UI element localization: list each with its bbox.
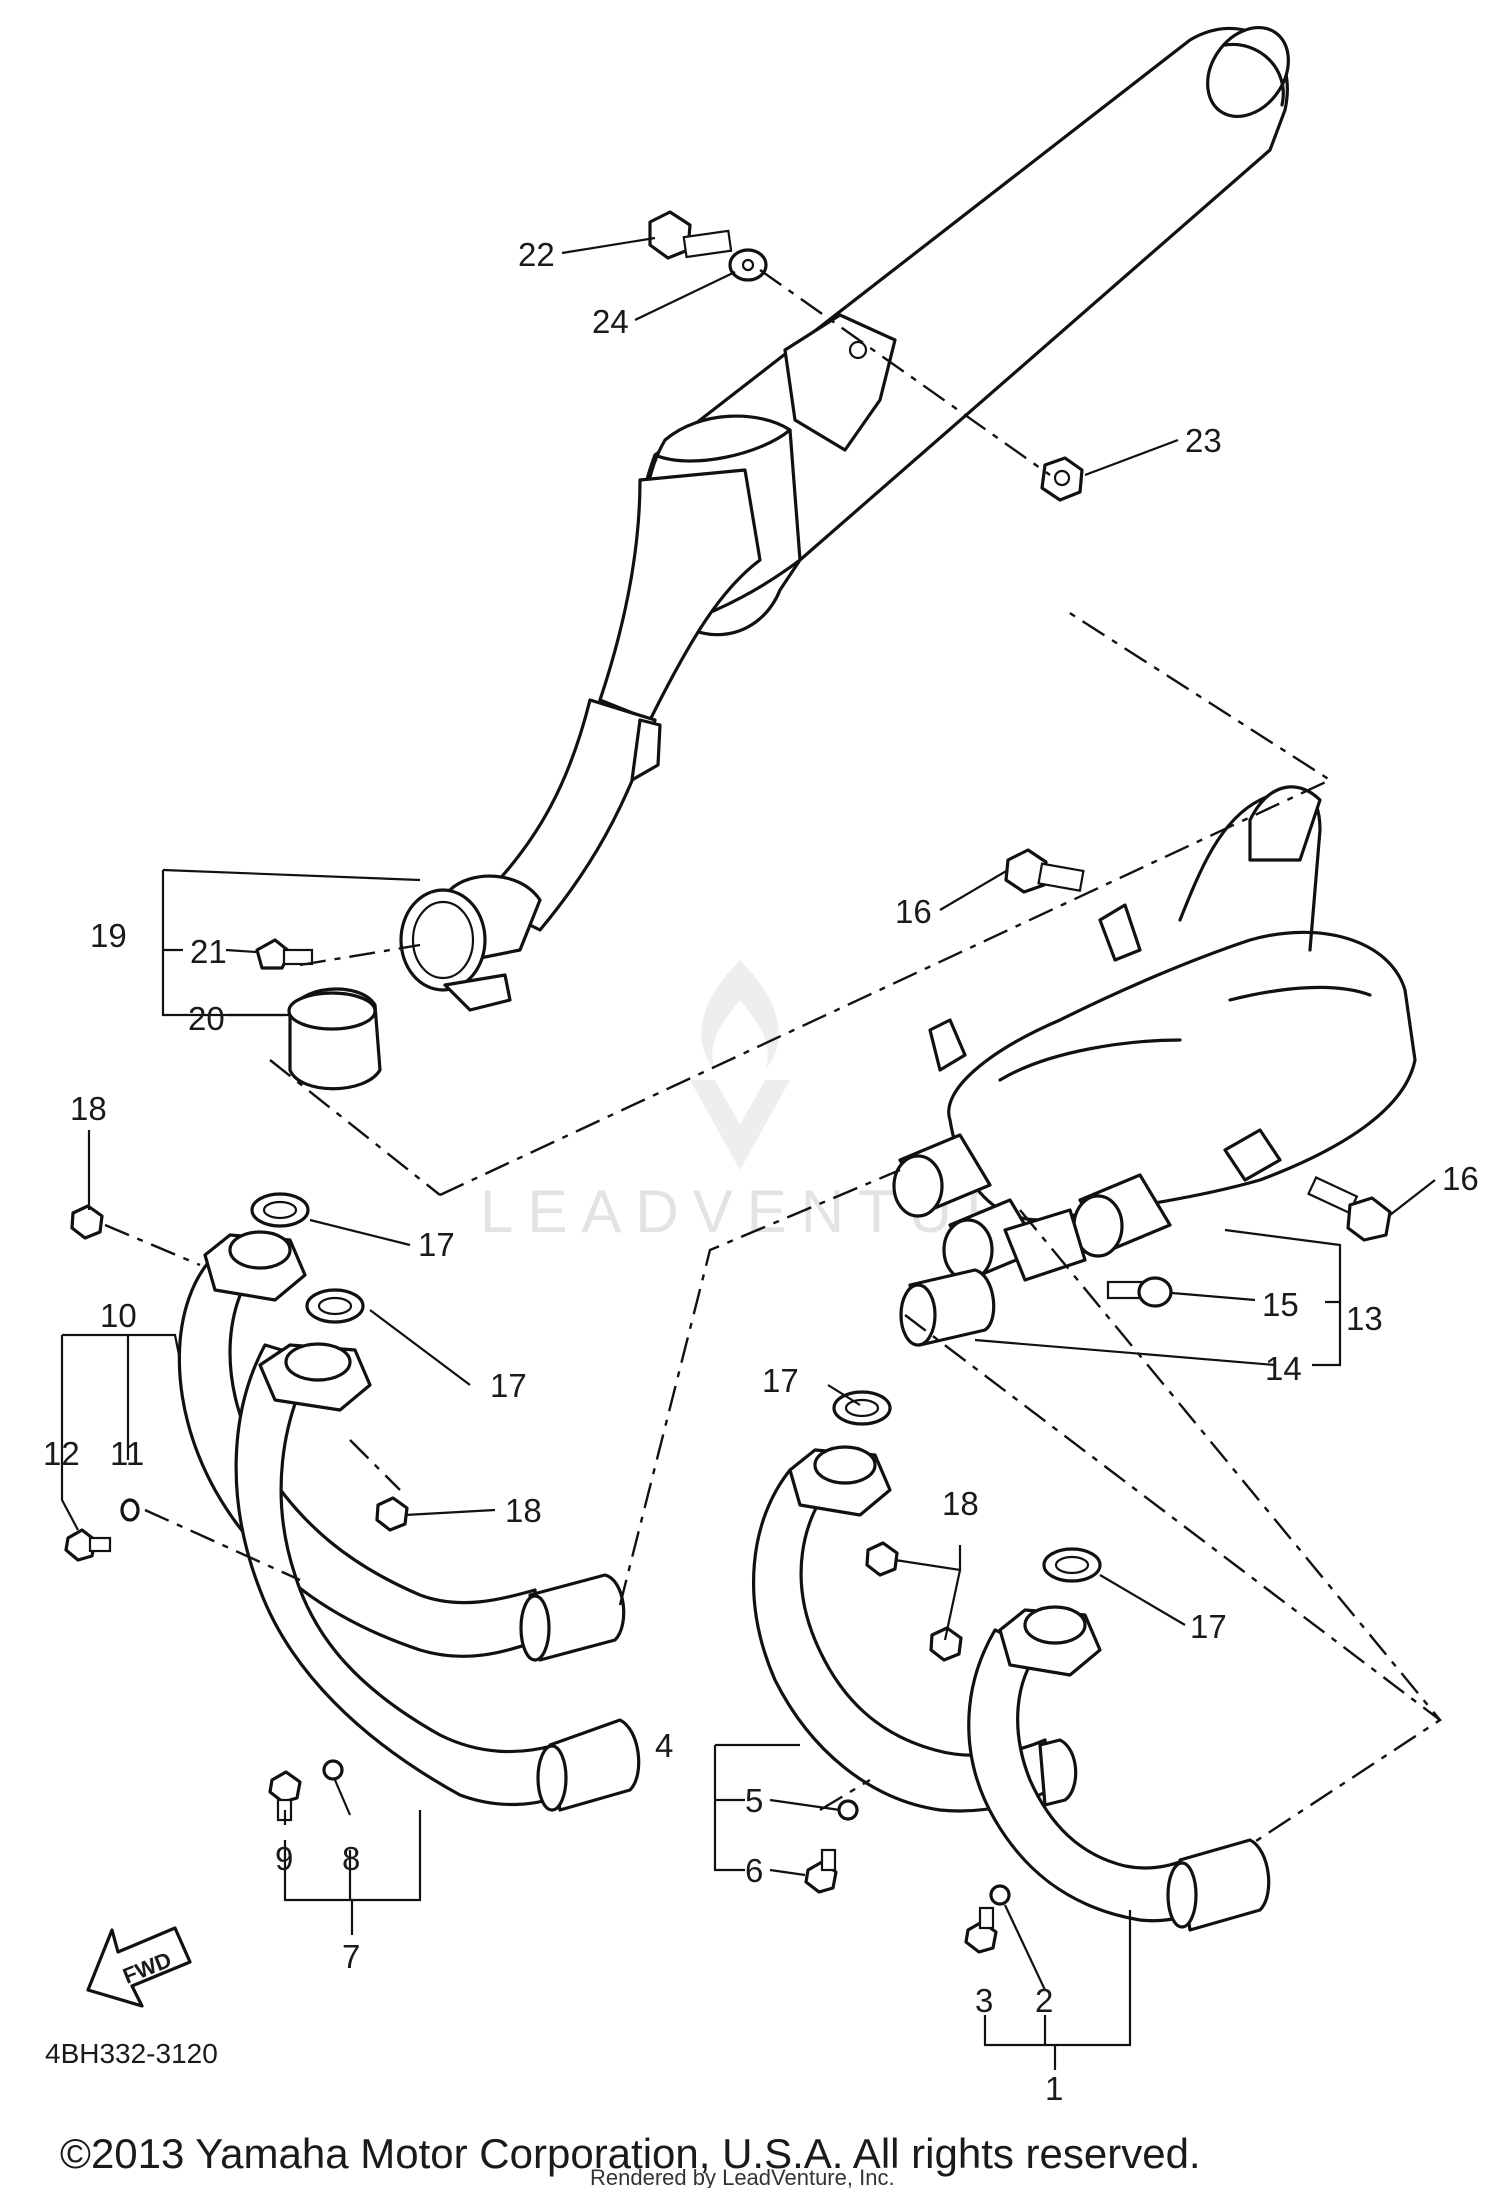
- washer-24: [728, 248, 768, 282]
- gasket-17-b: [305, 1288, 365, 1324]
- label-18-c: 18: [942, 1485, 979, 1522]
- bolt-6: [804, 1848, 838, 1894]
- gasket-14: [899, 1268, 996, 1347]
- label-2: 2: [1035, 1982, 1053, 2019]
- rendered-by-credit: Rendered by LeadVenture, Inc.: [590, 2165, 895, 2188]
- label-1: 1: [1045, 2070, 1063, 2107]
- exhaust-chamber: [892, 785, 1417, 1282]
- nut-18-b: [375, 1496, 409, 1532]
- label-20: 20: [188, 1000, 225, 1037]
- muffler: [399, 25, 1290, 1012]
- assembly-lines: [104, 269, 1443, 1847]
- label-7: 7: [342, 1938, 360, 1975]
- label-13: 13: [1346, 1300, 1383, 1337]
- label-21: 21: [190, 933, 227, 970]
- washer-2: [989, 1884, 1011, 1906]
- label-5: 5: [745, 1782, 763, 1819]
- label-23: 23: [1185, 422, 1222, 459]
- washer-5: [837, 1799, 859, 1821]
- label-14: 14: [1265, 1350, 1302, 1387]
- label-19: 19: [90, 917, 127, 954]
- label-17-c: 17: [762, 1362, 799, 1399]
- bolt-16-lower: [1307, 1176, 1392, 1242]
- bolt-22: [648, 210, 733, 260]
- exhaust-gasket: [287, 987, 382, 1091]
- label-4: 4: [655, 1727, 673, 1764]
- label-17-a: 17: [418, 1226, 455, 1263]
- washer-8: [322, 1759, 344, 1781]
- copyright-notice: ©2013 Yamaha Motor Corporation, U.S.A. A…: [60, 2130, 1201, 2177]
- label-8: 8: [342, 1840, 360, 1877]
- label-11: 11: [110, 1435, 144, 1472]
- label-16-upper: 16: [895, 893, 932, 930]
- bolt-21: [255, 938, 314, 970]
- label-3: 3: [975, 1982, 993, 2019]
- washer-11: [120, 1498, 140, 1522]
- nut-23: [1040, 456, 1084, 502]
- bolt-15: [1106, 1276, 1173, 1308]
- gasket-17-a: [250, 1192, 310, 1228]
- exhaust-pipe-assy-right: [752, 1390, 1271, 1932]
- part-labels: 22 24 23 19 21 20 16 16 15 13 14 18 17 1…: [43, 236, 1479, 2107]
- label-17-d: 17: [1190, 1608, 1227, 1645]
- label-10: 10: [100, 1297, 137, 1334]
- bolt-3: [964, 1906, 998, 1954]
- label-16-lower: 16: [1442, 1160, 1479, 1197]
- gasket-17-c: [832, 1390, 892, 1426]
- nut-18-c: [865, 1541, 963, 1662]
- leader-lines: [60, 236, 1436, 2070]
- nut-18-a: [70, 1204, 104, 1240]
- exhaust-pipe-assy-left: [177, 1192, 641, 1812]
- label-6: 6: [745, 1852, 763, 1889]
- label-17-b: 17: [490, 1367, 527, 1404]
- gasket-17-d: [1042, 1547, 1102, 1583]
- bolt-9: [268, 1770, 302, 1822]
- label-18-a: 18: [70, 1090, 107, 1127]
- label-9: 9: [275, 1840, 293, 1877]
- label-12: 12: [43, 1435, 80, 1472]
- diagram-code: 4BH332-3120: [45, 2038, 218, 2069]
- bolt-16-upper: [1004, 848, 1085, 894]
- bolt-12: [64, 1528, 112, 1562]
- label-24: 24: [592, 303, 629, 340]
- label-22: 22: [518, 236, 555, 273]
- label-15: 15: [1262, 1286, 1299, 1323]
- fwd-arrow-icon: FWD: [86, 1926, 192, 2008]
- watermark-logo-icon: [690, 960, 790, 1170]
- label-18-b: 18: [505, 1492, 542, 1529]
